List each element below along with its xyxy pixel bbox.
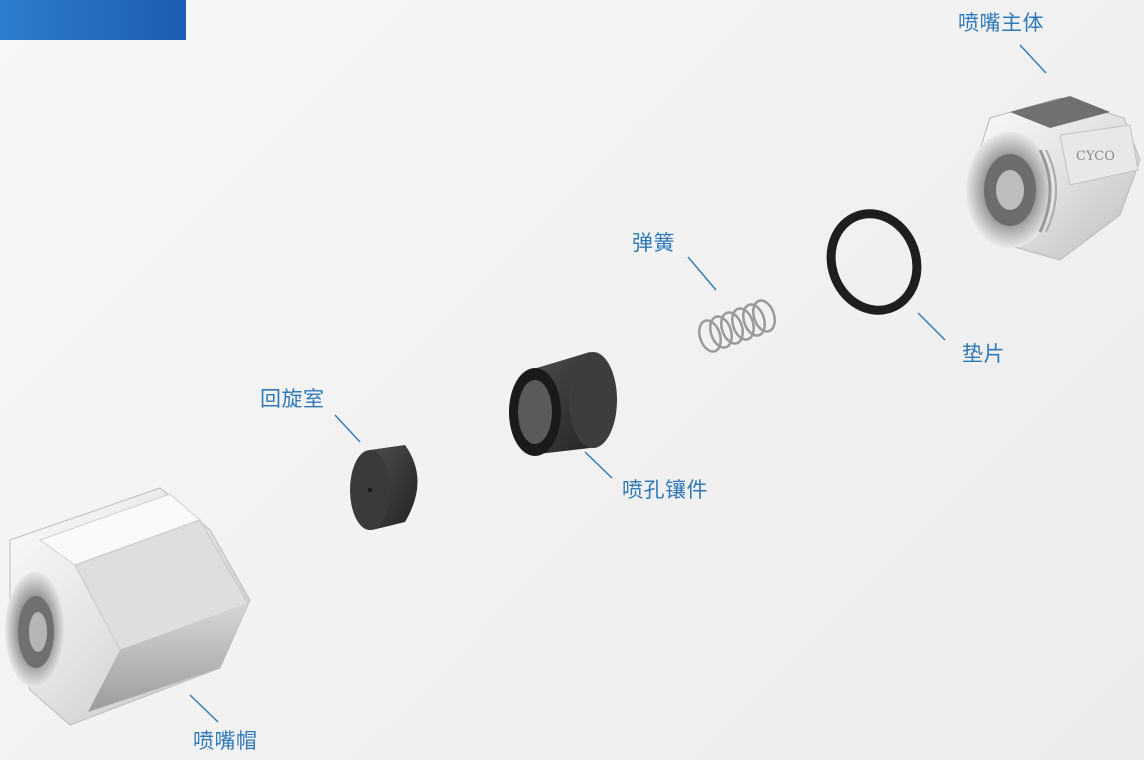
label-gasket: 垫片 bbox=[962, 342, 1005, 366]
label-nozzle-body: 喷嘴主体 bbox=[958, 11, 1044, 35]
label-swirl-chamber: 回旋室 bbox=[260, 387, 325, 411]
orifice-insert-part bbox=[509, 352, 617, 456]
header-accent-bar bbox=[0, 0, 186, 40]
leader-gasket bbox=[917, 312, 946, 341]
leader-spring bbox=[687, 256, 717, 291]
nozzle-cap-part bbox=[5, 487, 251, 726]
leader-nozzle-cap bbox=[189, 694, 219, 723]
label-spring: 弹簧 bbox=[632, 231, 675, 255]
gasket-part bbox=[826, 209, 922, 315]
brand-mark: CYCO bbox=[1076, 149, 1115, 164]
label-orifice-insert: 喷孔镶件 bbox=[622, 478, 708, 502]
spring-part bbox=[698, 299, 776, 353]
label-nozzle-cap: 喷嘴帽 bbox=[193, 729, 258, 753]
leader-nozzle-body bbox=[1019, 44, 1047, 74]
swirl-chamber-part bbox=[350, 445, 418, 530]
leader-orifice-insert bbox=[584, 451, 613, 479]
nozzle-body-part: CYCO bbox=[966, 96, 1141, 261]
leader-swirl-chamber bbox=[334, 414, 361, 443]
